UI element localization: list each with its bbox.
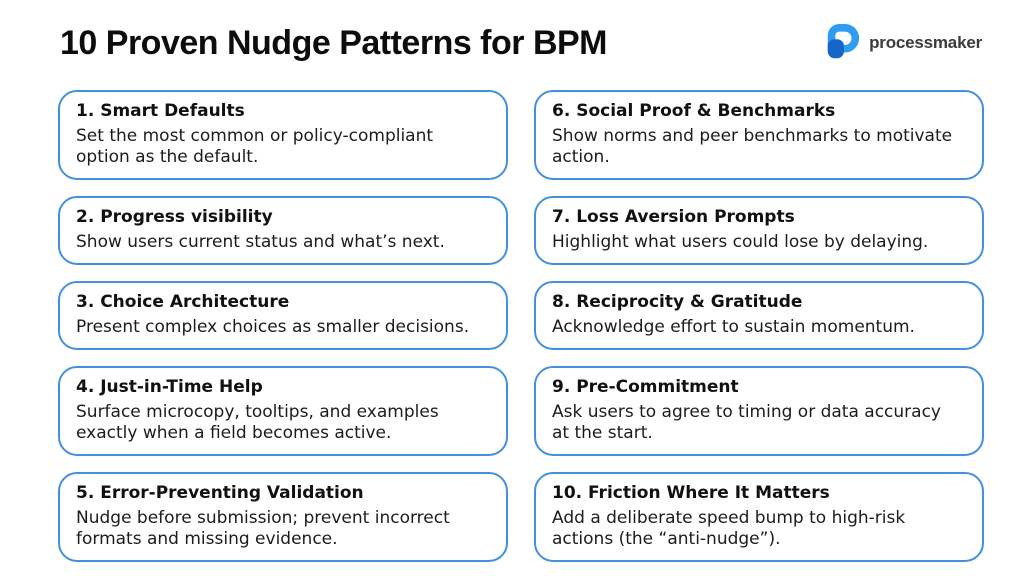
card-friction-where-it-matters: 10. Friction Where It Matters Add a deli… (534, 472, 984, 562)
card-just-in-time-help: 4. Just-in-Time Help Surface microcopy, … (58, 366, 508, 456)
card-error-preventing-validation: 5. Error-Preventing Validation Nudge bef… (58, 472, 508, 562)
pattern-cards-grid: 1. Smart Defaults Set the most common or… (58, 90, 984, 562)
card-social-proof-benchmarks: 6. Social Proof & Benchmarks Show norms … (534, 90, 984, 180)
brand-name: processmaker (869, 33, 982, 52)
card-choice-architecture: 3. Choice Architecture Present complex c… (58, 281, 508, 350)
card-description: Acknowledge effort to sustain momentum. (552, 317, 915, 337)
card-description: Highlight what users could lose by delay… (552, 232, 929, 252)
card-description: Present complex choices as smaller decis… (76, 317, 470, 337)
card-loss-aversion-prompts: 7. Loss Aversion Prompts Highlight what … (534, 196, 984, 265)
card-title: 3. Choice Architecture (76, 292, 290, 312)
processmaker-p-icon (827, 24, 860, 59)
card-pre-commitment: 9. Pre-Commitment Ask users to agree to … (534, 366, 984, 456)
card-title: 10. Friction Where It Matters (552, 483, 830, 503)
brand-logo: processmaker (823, 24, 982, 62)
card-reciprocity-gratitude: 8. Reciprocity & Gratitude Acknowledge e… (534, 281, 984, 350)
card-title: 9. Pre-Commitment (552, 377, 739, 397)
card-title: 8. Reciprocity & Gratitude (552, 292, 803, 312)
page-title: 10 Proven Nudge Patterns for BPM (60, 24, 608, 62)
card-description: Nudge before submission; prevent incorre… (76, 508, 450, 549)
card-title: 5. Error-Preventing Validation (76, 483, 364, 503)
card-title: 4. Just-in-Time Help (76, 377, 263, 397)
card-title: 7. Loss Aversion Prompts (552, 207, 795, 227)
card-title: 2. Progress visibility (76, 207, 273, 227)
card-description: Set the most common or policy-compliant … (76, 126, 434, 167)
card-progress-visibility: 2. Progress visibility Show users curren… (58, 196, 508, 265)
card-description: Ask users to agree to timing or data acc… (552, 402, 941, 443)
card-title: 1. Smart Defaults (76, 101, 245, 121)
card-description: Show norms and peer benchmarks to motiva… (552, 126, 953, 167)
card-description: Add a deliberate speed bump to high-risk… (552, 508, 906, 549)
card-title: 6. Social Proof & Benchmarks (552, 101, 836, 121)
card-smart-defaults: 1. Smart Defaults Set the most common or… (58, 90, 508, 180)
card-description: Show users current status and what’s nex… (76, 232, 445, 252)
card-description: Surface microcopy, tooltips, and example… (76, 402, 439, 443)
